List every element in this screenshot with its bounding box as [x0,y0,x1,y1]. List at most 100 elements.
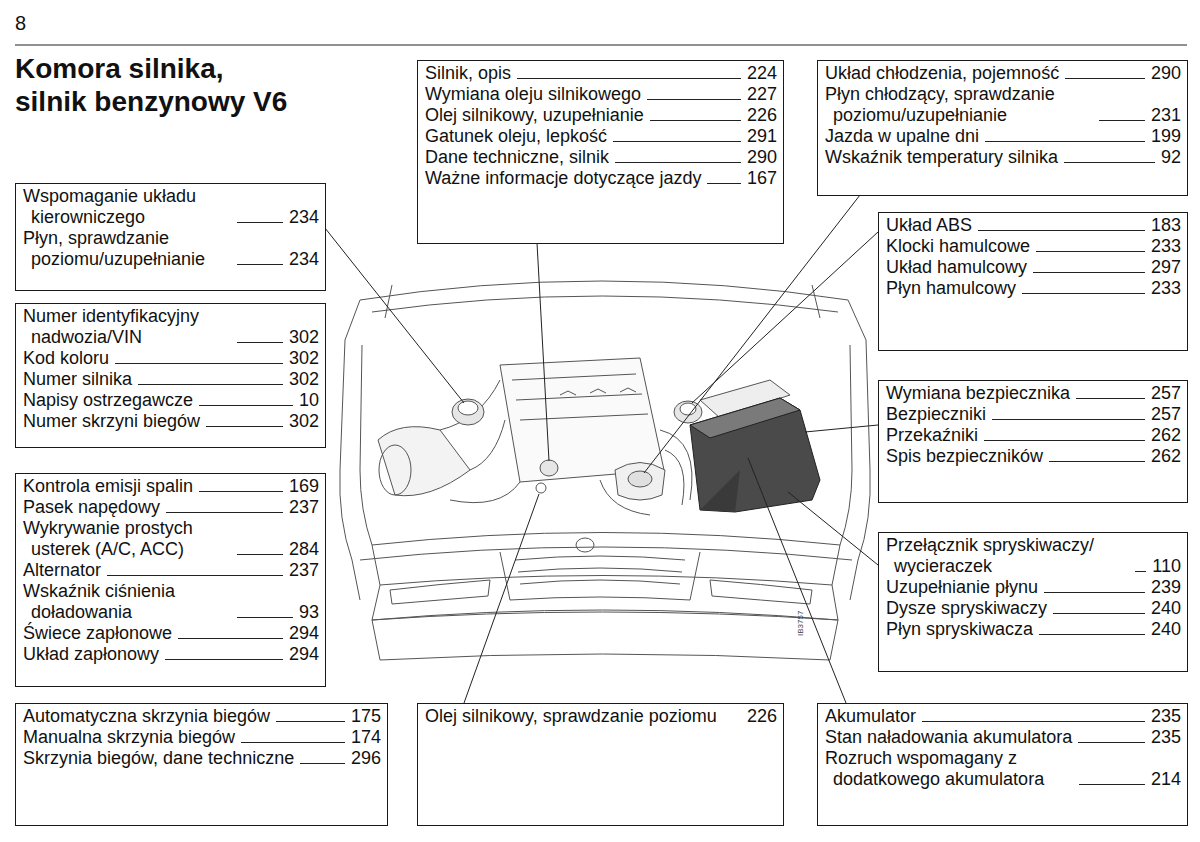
topic-text: Pasek napędowy [23,497,160,518]
page-reference: 235 [1151,727,1181,748]
page-reference: 175 [351,706,381,727]
topic-label: Bezpieczniki [886,404,986,424]
reference-row: Układ hamulcowy297 [886,257,1181,278]
reference-row: Uzupełnianie płynu239 [886,577,1181,598]
topic-text: Silnik, opis [425,63,511,84]
topic-label: Wykrywanie prostych usterek (A/C, ACC) [23,518,193,559]
reference-row: Akumulator235 [825,706,1181,727]
topic-label: Napisy ostrzegawcze [23,390,193,410]
topic-text: Numer identyfikacyjny nadwozia/VIN [23,306,231,348]
page-reference: 174 [351,727,381,748]
reference-row: Jazda w upalne dni199 [825,126,1181,147]
leader-line [1076,398,1145,399]
reference-box: Silnik, opis224Wymiana oleju silnikowego… [417,60,784,244]
topic-label: Dysze spryskiwaczy [886,598,1047,618]
topic-label: Wspomaganie układu kierowniczego [23,186,196,227]
page-reference: 234 [289,207,319,228]
page-reference: 169 [289,476,319,497]
topic-text: Przekaźniki [886,425,978,446]
leader-line [517,78,741,79]
topic-text: Automatyczna skrzynia biegów [23,706,270,727]
reference-row: Przekaźniki 262 [886,425,1181,446]
topic-text: Dane techniczne, silnik [425,147,609,168]
topic-label: Gatunek oleju, lepkość [425,126,607,146]
reference-row: Płyn hamulcowy233 [886,278,1181,299]
page-reference: 226 [747,706,777,727]
reference-box: Numer identyfikacyjny nadwozia/VIN 302 Kod… [15,303,326,448]
reference-row: Spis bezpieczników262 [886,446,1181,467]
topic-label: Układ ABS [886,215,972,235]
topic-text: Jazda w upalne dni [825,126,979,147]
topic-text: Numer skrzyni biegów [23,411,200,432]
topic-text: Stan naładowania akumulatora [825,727,1072,748]
topic-text: Olej silnikowy, uzupełnianie [425,105,644,126]
topic-text: Świece zapłonowe [23,623,172,644]
reference-row: Wykrywanie prostych usterek (A/C, ACC) 28… [23,518,319,560]
leader-line [1039,634,1145,635]
leader-line [978,230,1145,231]
leader-line [922,721,1145,722]
leader-line [1022,293,1145,294]
topic-text: Akumulator [825,706,916,727]
page-reference: 233 [1151,278,1181,299]
topic-label: Silnik, opis [425,63,511,83]
reference-box: Przełącznik spryskiwaczy/ wycieraczek110… [878,532,1188,672]
leader-line [276,721,345,722]
topic-label: Świece zapłonowe [23,623,172,643]
reference-row: Wskaźnik ciśnienia doładowania93 [23,581,319,623]
page-reference: 284 [289,539,319,560]
page-reference: 302 [289,369,319,390]
leader-line [1053,613,1145,614]
reference-row: Dysze spryskiwaczy240 [886,598,1181,619]
reference-box: Układ chłodzenia, pojemność290Płyn chłod… [817,60,1188,196]
page-reference: 262 [1151,425,1181,446]
topic-label: Olej silnikowy, sprawdzanie poziomu [425,706,717,726]
topic-text: Układ ABS [886,215,972,236]
reference-row: Płyn chłodzący, sprawdzanie poziomu/uzup… [825,84,1181,126]
page-reference: 227 [747,84,777,105]
page-reference: 233 [1151,236,1181,257]
reference-row: Płyn spryskiwacza240 [886,619,1181,640]
wrap-spacer [1018,748,1073,769]
leader-line [237,222,283,223]
topic-text: Manualna skrzynia biegów [23,727,235,748]
leader-line [1064,162,1155,163]
reference-row: Wymiana oleju silnikowego227 [425,84,777,105]
page-reference: 291 [747,126,777,147]
wrap-spacer [221,186,231,207]
topic-text: Wykrywanie prostych usterek (A/C, ACC) [23,518,231,560]
topic-text: Wspomaganie układu kierowniczego [23,186,231,228]
topic-label: Skrzynia biegów, dane techniczne [23,748,294,768]
reference-row: Przełącznik spryskiwaczy/ wycieraczek110 [886,535,1181,577]
topic-text: Uzupełnianie płynu [886,577,1038,598]
leader-line [1049,461,1145,462]
topic-text: Układ chłodzenia, pojemność [825,63,1059,84]
topic-text: Gatunek oleju, lepkość [425,126,607,147]
topic-label: Kontrola emisji spalin [23,476,193,496]
reference-row: Kontrola emisji spalin 169 [23,476,319,497]
leader-line [115,363,283,364]
leader-line [178,638,283,639]
leader-line [199,405,293,406]
topic-label: Akumulator [825,706,916,726]
leader-line [985,141,1145,142]
reference-row: Dane techniczne, silnik290 [425,147,777,168]
leader-line [165,659,283,660]
topic-label: Płyn chłodzący, sprawdzanie poziomu/uzup… [825,84,1055,125]
page-reference: 231 [1151,105,1181,126]
leader-line [1135,571,1146,572]
topic-label: Kod koloru [23,348,109,368]
page-reference: 167 [747,168,777,189]
wrap-spacer [216,581,231,602]
reference-row: Układ zapłonowy294 [23,644,319,665]
topic-text: Spis bezpieczników [886,446,1043,467]
page-title: Komora silnika, silnik benzynowy V6 [15,52,345,118]
topic-label: Płyn, sprawdzanie poziomu/uzupełnianie [23,228,205,269]
topic-text: Płyn, sprawdzanie poziomu/uzupełnianie [23,228,231,270]
leader-line [166,512,283,513]
topic-label: Uzupełnianie płynu [886,577,1038,597]
leader-line [984,440,1145,441]
leader-line [1036,251,1145,252]
page-reference: 240 [1151,619,1181,640]
topic-label: Układ zapłonowy [23,644,159,664]
